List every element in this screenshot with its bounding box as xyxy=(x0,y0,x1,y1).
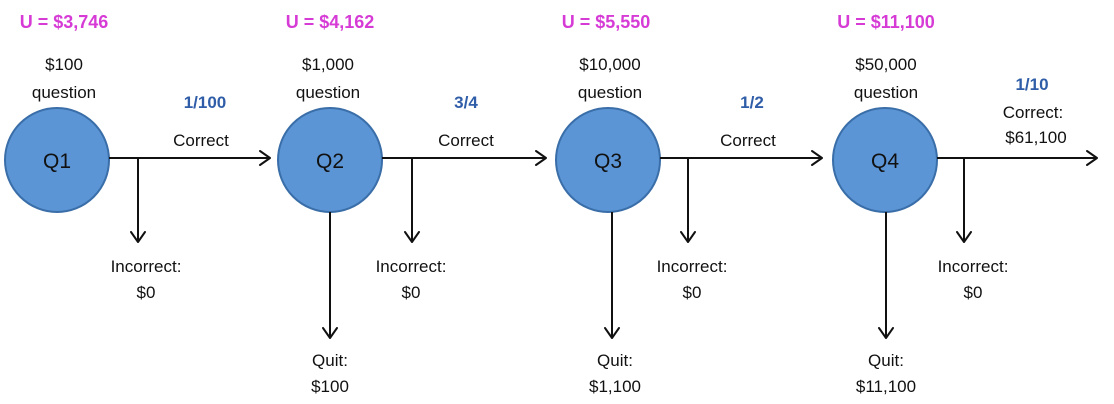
quit-arrowhead-q4 xyxy=(878,327,894,339)
incorrect-label-q4: Incorrect: xyxy=(938,257,1009,276)
stage-q4: U = $11,100 $50,000 question Q4 1/10 Cor… xyxy=(832,12,1098,396)
quit-label-q4: Quit: xyxy=(868,351,904,370)
correct-arrowhead-q4 xyxy=(1086,150,1098,166)
quit-value-q4: $11,100 xyxy=(856,377,916,396)
correct-arrowhead-q1 xyxy=(259,150,271,166)
incorrect-label-q3: Incorrect: xyxy=(657,257,728,276)
incorrect-value-q2: $0 xyxy=(402,283,421,302)
prize-q1: $100 xyxy=(45,55,83,74)
stage-q1: U = $3,746 $100 question Q1 1/100 Correc… xyxy=(4,12,271,302)
prize-word-q1: question xyxy=(32,83,96,102)
correct-value-q4: $61,100 xyxy=(1005,128,1066,147)
quit-label-q2: Quit: xyxy=(312,351,348,370)
quit-label-q3: Quit: xyxy=(597,351,633,370)
correct-label-q1: Correct xyxy=(173,131,229,150)
prize-word-q4: question xyxy=(854,83,918,102)
stage-q2: U = $4,162 $1,000 question Q2 3/4 Correc… xyxy=(277,12,547,396)
prob-q3: 1/2 xyxy=(740,93,764,112)
incorrect-value-q4: $0 xyxy=(964,283,983,302)
quit-value-q3: $1,100 xyxy=(589,377,641,396)
node-label-q1: Q1 xyxy=(43,150,71,173)
incorrect-arrowhead-q2 xyxy=(404,231,420,243)
quit-value-q2: $100 xyxy=(311,377,349,396)
incorrect-label-q1: Incorrect: xyxy=(111,257,182,276)
utility-q3: U = $5,550 xyxy=(562,12,651,32)
utility-q4: U = $11,100 xyxy=(837,12,935,32)
incorrect-arrowhead-q1 xyxy=(130,231,146,243)
prob-q4: 1/10 xyxy=(1015,75,1048,94)
quit-arrowhead-q3 xyxy=(604,327,620,339)
prize-word-q3: question xyxy=(578,83,642,102)
node-label-q2: Q2 xyxy=(316,150,344,173)
incorrect-arrowhead-q3 xyxy=(680,231,696,243)
correct-label-q3: Correct xyxy=(720,131,776,150)
correct-arrowhead-q2 xyxy=(535,150,547,166)
prize-word-q2: question xyxy=(296,83,360,102)
utility-q2: U = $4,162 xyxy=(286,12,375,32)
quit-arrowhead-q2 xyxy=(322,327,338,339)
prize-q3: $10,000 xyxy=(579,55,640,74)
correct-arrowhead-q3 xyxy=(811,150,823,166)
correct-label-q4: Correct: xyxy=(1003,103,1063,122)
incorrect-arrowhead-q4 xyxy=(956,231,972,243)
node-label-q3: Q3 xyxy=(594,150,622,173)
incorrect-value-q3: $0 xyxy=(683,283,702,302)
incorrect-label-q2: Incorrect: xyxy=(376,257,447,276)
incorrect-value-q1: $0 xyxy=(137,283,156,302)
prize-q4: $50,000 xyxy=(855,55,916,74)
node-q3 xyxy=(555,107,661,213)
prob-q2: 3/4 xyxy=(454,93,478,112)
correct-label-q2: Correct xyxy=(438,131,494,150)
prob-q1: 1/100 xyxy=(184,93,227,112)
node-q1 xyxy=(4,107,110,213)
stage-q3: U = $5,550 $10,000 question Q3 1/2 Corre… xyxy=(555,12,823,396)
prize-q2: $1,000 xyxy=(302,55,354,74)
node-label-q4: Q4 xyxy=(871,150,899,173)
utility-q1: U = $3,746 xyxy=(20,12,109,32)
